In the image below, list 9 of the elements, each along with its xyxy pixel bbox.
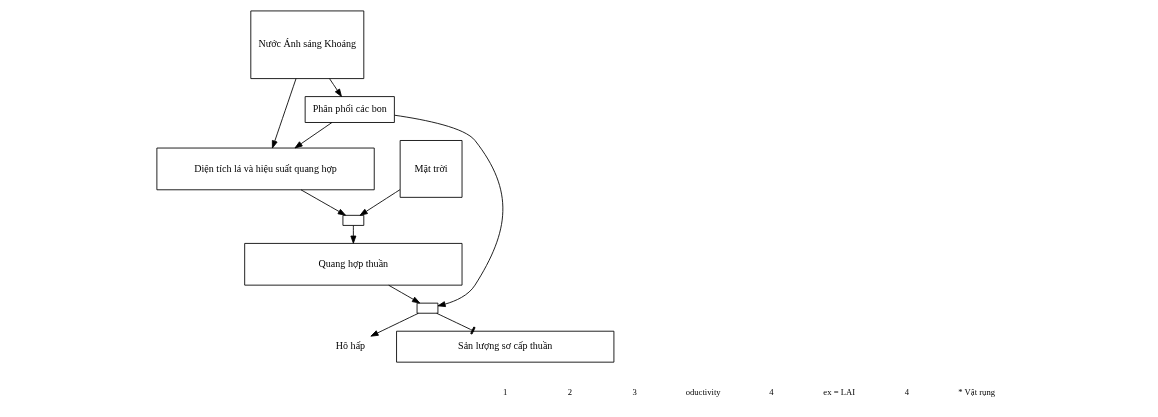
label: ex = LAI [823, 387, 856, 398]
label: * Vật rụng [958, 387, 996, 398]
label: 1 [503, 387, 508, 398]
label: 4 [904, 387, 909, 398]
node-text: Hô hấp [335, 340, 366, 352]
label: 2 [567, 387, 573, 398]
label: 3 [632, 387, 637, 398]
label: oductivity [685, 387, 721, 398]
label: 4 [769, 387, 774, 398]
